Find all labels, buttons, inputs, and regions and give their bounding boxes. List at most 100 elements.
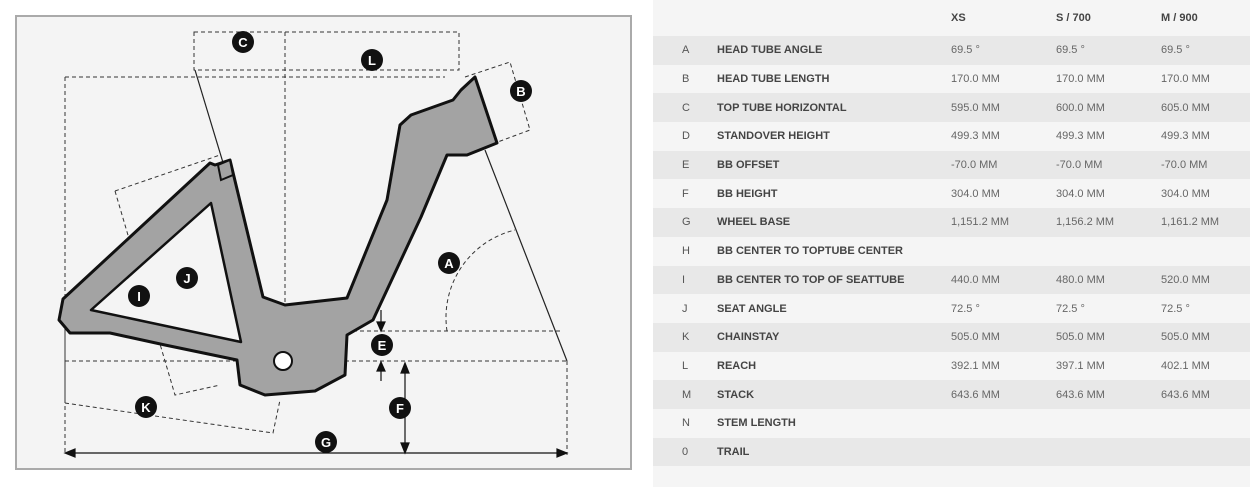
bike-frame: [57, 75, 499, 397]
row-value-m: 605.0 MM: [1161, 93, 1250, 123]
row-code: H: [653, 236, 717, 266]
row-measurement-name: TOP TUBE HORIZONTAL: [717, 93, 951, 123]
row-value-xs: 595.0 MM: [951, 93, 1056, 123]
row-code: I: [653, 265, 717, 295]
row-value-xs: 440.0 MM: [951, 265, 1056, 295]
svg-text:K: K: [141, 400, 151, 415]
frame-geometry-svg: C L B A J I E F K G: [15, 15, 632, 470]
row-value-s: [1056, 408, 1161, 438]
row-value-m: 304.0 MM: [1161, 179, 1250, 209]
svg-text:E: E: [378, 338, 387, 353]
label-k-badge: K: [135, 396, 157, 418]
column-header-m: M / 900: [1161, 0, 1250, 36]
row-code: K: [653, 322, 717, 352]
row-measurement-name: SEAT ANGLE: [717, 294, 951, 323]
row-value-m: 520.0 MM: [1161, 265, 1250, 295]
row-value-s: 480.0 MM: [1056, 265, 1161, 295]
row-value-xs: [951, 236, 1056, 266]
row-value-xs: 304.0 MM: [951, 179, 1056, 209]
row-code: E: [653, 150, 717, 180]
row-value-xs: [951, 437, 1056, 467]
row-measurement-name: STEM LENGTH: [717, 408, 951, 438]
row-value-xs: 505.0 MM: [951, 322, 1056, 352]
column-header-code: [653, 0, 717, 36]
row-value-m: [1161, 236, 1250, 266]
label-e-badge: E: [371, 334, 393, 356]
row-value-xs: 643.6 MM: [951, 380, 1056, 409]
svg-text:C: C: [238, 35, 248, 50]
label-j-badge: J: [176, 267, 198, 289]
row-value-m: 499.3 MM: [1161, 122, 1250, 151]
row-measurement-name: BB CENTER TO TOPTUBE CENTER: [717, 236, 951, 266]
row-value-s: 1,156.2 MM: [1056, 208, 1161, 237]
label-a-badge: A: [438, 252, 460, 274]
row-code: J: [653, 294, 717, 323]
svg-text:B: B: [516, 84, 525, 99]
row-value-m: 69.5 °: [1161, 36, 1250, 65]
row-value-m: 72.5 °: [1161, 294, 1250, 323]
row-code: F: [653, 179, 717, 209]
row-value-xs: 499.3 MM: [951, 122, 1056, 151]
row-value-s: 600.0 MM: [1056, 93, 1161, 123]
row-code: G: [653, 208, 717, 237]
row-code: B: [653, 64, 717, 94]
column-header-xs: XS: [951, 0, 1056, 36]
svg-text:G: G: [321, 435, 331, 450]
row-value-xs: [951, 408, 1056, 438]
row-value-m: 643.6 MM: [1161, 380, 1250, 409]
row-value-s: 499.3 MM: [1056, 122, 1161, 151]
svg-text:A: A: [444, 256, 454, 271]
row-value-s: 170.0 MM: [1056, 64, 1161, 94]
svg-text:J: J: [183, 271, 190, 286]
row-code: M: [653, 380, 717, 409]
row-value-s: 304.0 MM: [1056, 179, 1161, 209]
row-code: C: [653, 93, 717, 123]
svg-text:I: I: [137, 289, 141, 304]
label-f-badge: F: [389, 397, 411, 419]
svg-text:L: L: [368, 53, 376, 68]
row-measurement-name: CHAINSTAY: [717, 322, 951, 352]
column-header-name: [717, 0, 951, 36]
row-value-s: 643.6 MM: [1056, 380, 1161, 409]
row-code: N: [653, 408, 717, 438]
row-code: L: [653, 351, 717, 381]
row-measurement-name: TRAIL: [717, 437, 951, 467]
row-value-xs: 69.5 °: [951, 36, 1056, 65]
row-value-m: -70.0 MM: [1161, 150, 1250, 180]
row-value-m: 170.0 MM: [1161, 64, 1250, 94]
row-value-xs: 1,151.2 MM: [951, 208, 1056, 237]
row-value-m: [1161, 437, 1250, 467]
row-measurement-name: WHEEL BASE: [717, 208, 951, 237]
row-value-m: 1,161.2 MM: [1161, 208, 1250, 237]
row-value-s: 69.5 °: [1056, 36, 1161, 65]
label-l-badge: L: [361, 49, 383, 71]
column-header-s: S / 700: [1056, 0, 1161, 36]
row-value-m: 402.1 MM: [1161, 351, 1250, 381]
row-code: 0: [653, 437, 717, 467]
row-value-m: 505.0 MM: [1161, 322, 1250, 352]
row-measurement-name: BB HEIGHT: [717, 179, 951, 209]
svg-text:F: F: [396, 401, 404, 416]
row-measurement-name: REACH: [717, 351, 951, 381]
row-value-xs: 170.0 MM: [951, 64, 1056, 94]
dimension-labels: C L B A J I E F K G: [128, 31, 532, 453]
row-measurement-name: STACK: [717, 380, 951, 409]
row-measurement-name: BB OFFSET: [717, 150, 951, 180]
row-code: A: [653, 36, 717, 65]
row-value-s: 397.1 MM: [1056, 351, 1161, 381]
row-value-xs: -70.0 MM: [951, 150, 1056, 180]
bottom-bracket-icon: [273, 351, 293, 371]
